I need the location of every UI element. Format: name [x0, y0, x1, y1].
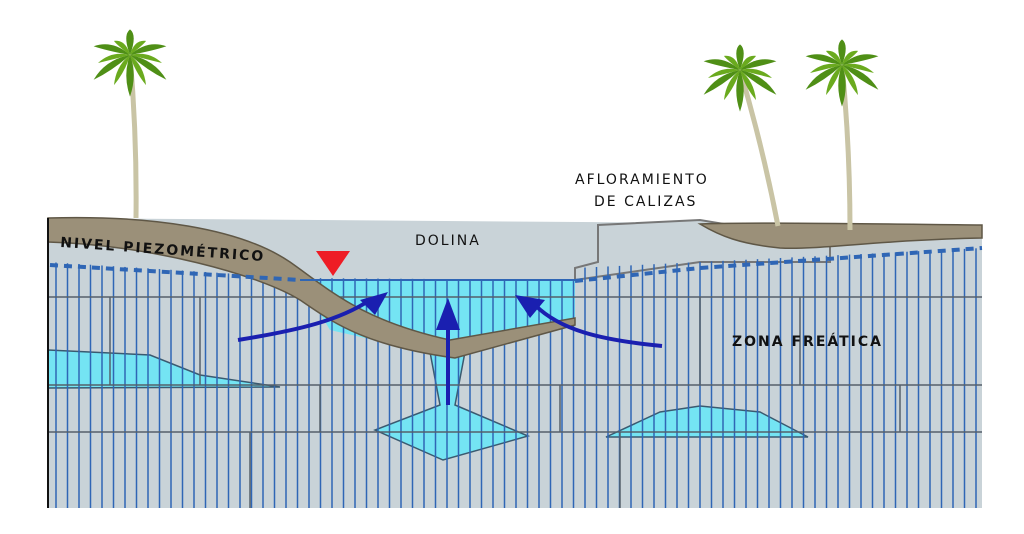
palm-leaf [838, 39, 846, 65]
palm-leaf [130, 55, 146, 86]
flow-arrow-left [237, 298, 372, 342]
soil-right [697, 222, 983, 249]
palm-leaf [130, 55, 167, 80]
palm-leaf [98, 53, 130, 63]
palm-leaf [114, 40, 130, 55]
rock-joints [48, 248, 982, 508]
water-level-marker-icon [316, 251, 350, 276]
palm-leaf [740, 68, 772, 78]
arrowhead-icon [515, 295, 545, 318]
piezometric-line [49, 246, 983, 283]
limestone-rock [48, 218, 982, 508]
palm-leaf [842, 63, 874, 73]
palm-leaf [130, 44, 167, 55]
palm-leaf [826, 65, 842, 96]
label-afloramiento: AFLORAMIENTO [575, 172, 709, 188]
palm-leaf [736, 70, 744, 112]
arrowhead-icon [436, 298, 460, 330]
palm-leaf [838, 65, 846, 107]
palm-leaf [805, 65, 842, 90]
palm-leaf [703, 70, 740, 95]
palm-leaf [842, 65, 879, 90]
palm-leaf [724, 70, 740, 101]
palm-trunk [737, 69, 781, 227]
label-de-calizas: DE CALIZAS [594, 194, 698, 210]
label-zona-freatica: ZONA FREÁTICA [732, 334, 884, 350]
palm-leaf [130, 40, 146, 55]
label-dolina: DOLINA [415, 233, 481, 249]
palm-leaf [126, 29, 134, 55]
palm-leaf [126, 55, 134, 97]
palm-leaf [724, 55, 740, 70]
palm-leaf [93, 55, 130, 80]
palm-leaf [740, 59, 777, 70]
soil-left [47, 216, 576, 359]
palm-leaf [805, 54, 842, 65]
palm-leaf [736, 44, 744, 70]
flow-arrows [237, 298, 663, 405]
palm-leaf [114, 55, 130, 86]
palm-leaf [810, 63, 842, 73]
palm-leaf [703, 59, 740, 70]
palm-leaf [842, 50, 858, 65]
palm-leaf [740, 70, 777, 95]
flow-arrow-right [533, 303, 663, 348]
palm-leaf [740, 70, 756, 101]
palm-leaf [708, 68, 740, 78]
palm-leaf [130, 53, 162, 63]
palm-leaf [826, 50, 842, 65]
palm-leaf [93, 44, 130, 55]
palm-leaf [842, 65, 858, 96]
arrowhead-icon [360, 292, 388, 315]
palm-leaf [842, 54, 879, 65]
palm-leaf [740, 55, 756, 70]
palm-trees [93, 29, 879, 231]
